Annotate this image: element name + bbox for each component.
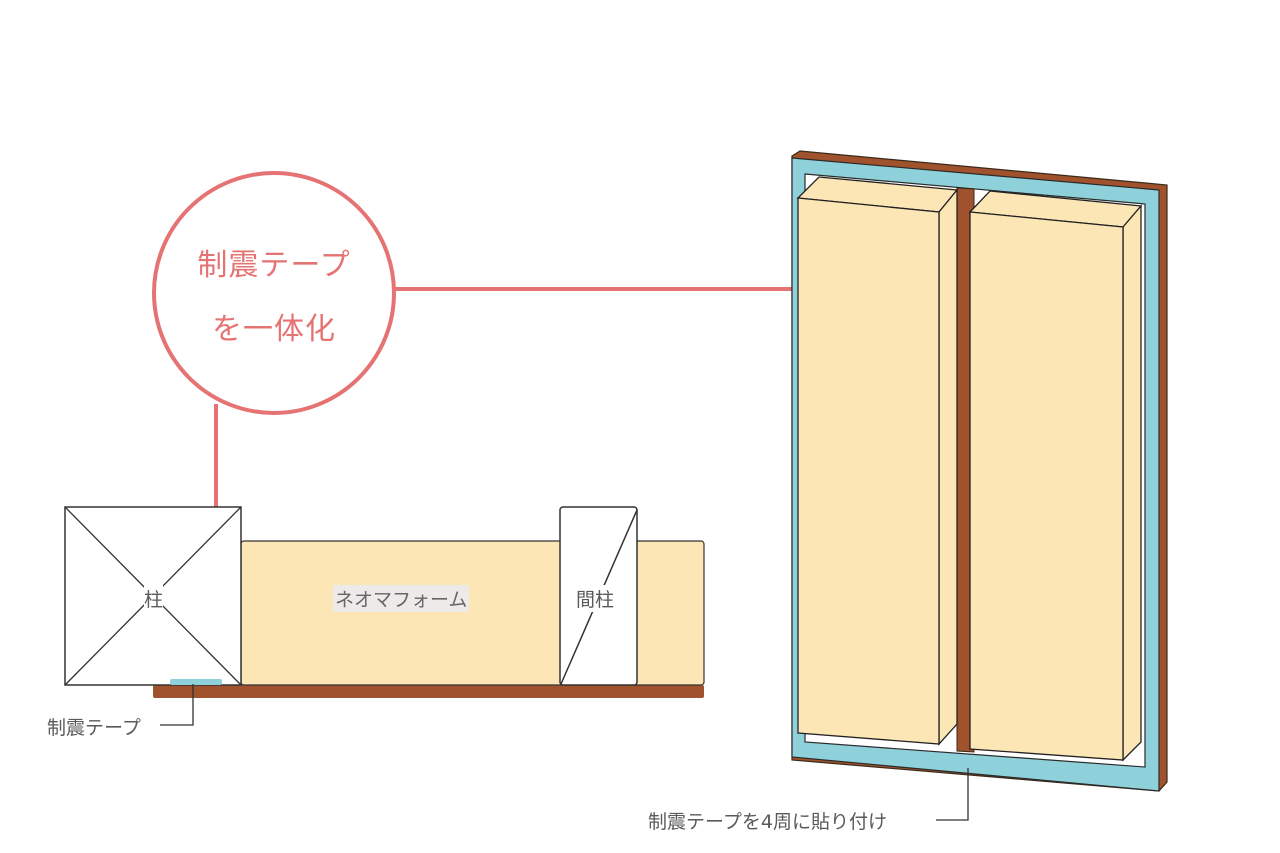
- damping-tape-section: [170, 679, 222, 685]
- panel-left-front: [797, 197, 940, 745]
- callout-circle: [152, 171, 396, 415]
- panel-left-side: [938, 188, 958, 746]
- tape-label-elevation: 制震テープを4周に貼り付け: [648, 811, 887, 833]
- insulation-label: ネオマフォーム: [333, 585, 470, 612]
- section-view: [64, 506, 705, 726]
- stud-label: 間柱: [576, 585, 615, 612]
- post-label: 柱: [144, 585, 164, 612]
- callout-text: 制震テープ を一体化: [154, 234, 394, 362]
- tape-leader-left: [160, 684, 194, 726]
- elevation-view: [791, 150, 1168, 821]
- panel-right-front: [969, 211, 1124, 761]
- panel-right-side: [1122, 204, 1142, 762]
- callout-line-2: を一体化: [212, 312, 336, 347]
- tape-leader-right: [936, 768, 969, 821]
- tape-label-section: 制震テープ: [47, 717, 141, 739]
- callout-line-1: 制震テープ: [197, 248, 351, 283]
- sill-plate: [153, 685, 704, 698]
